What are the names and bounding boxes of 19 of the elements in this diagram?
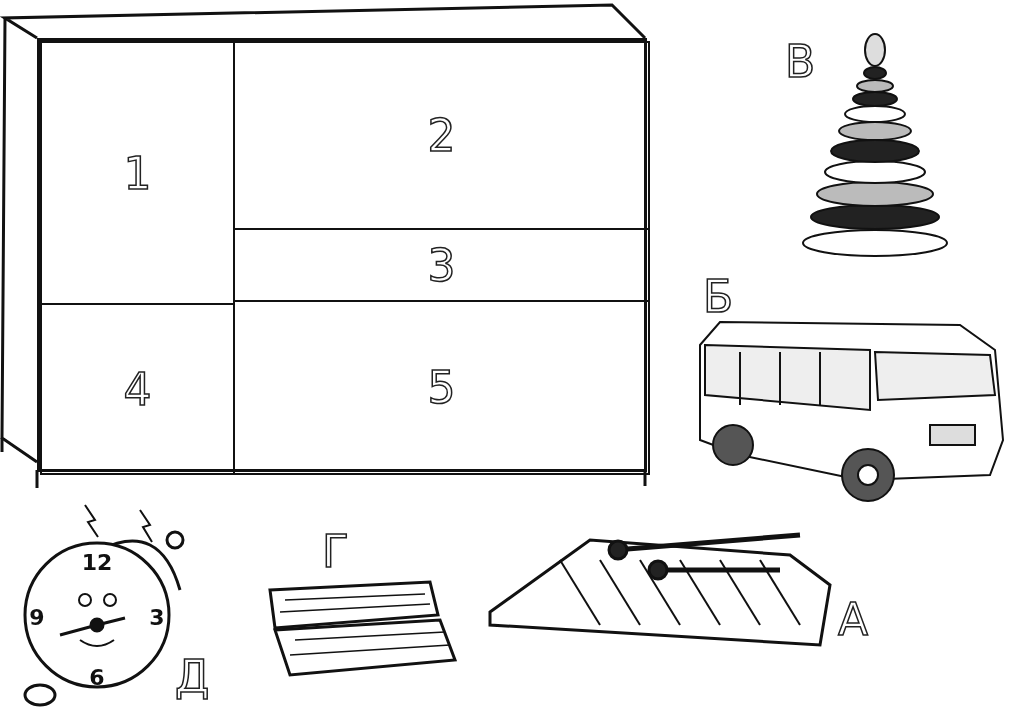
cabinet-compartment — [233, 300, 650, 475]
cabinet-compartment — [40, 303, 235, 475]
cabinet-front — [37, 38, 647, 472]
compartment-number: 5 — [427, 362, 456, 413]
cabinet-compartment — [233, 41, 650, 230]
clock-numeral: 6 — [89, 665, 105, 690]
letter-label: А — [838, 598, 869, 642]
compartment-number: 1 — [123, 147, 152, 199]
letter-label: Д — [175, 655, 210, 699]
cabinet-compartment — [40, 41, 235, 305]
compartment-number: 4 — [123, 363, 152, 415]
letter-label: Г — [322, 530, 349, 574]
compartment-number: 3 — [427, 239, 456, 291]
letter-label: Б — [703, 275, 734, 319]
clock-numeral: 3 — [149, 605, 165, 630]
compartment-number: 2 — [427, 110, 456, 161]
clock-numeral: 9 — [29, 605, 45, 630]
letter-label: В — [785, 40, 816, 84]
clock-numeral: 12 — [81, 550, 113, 575]
